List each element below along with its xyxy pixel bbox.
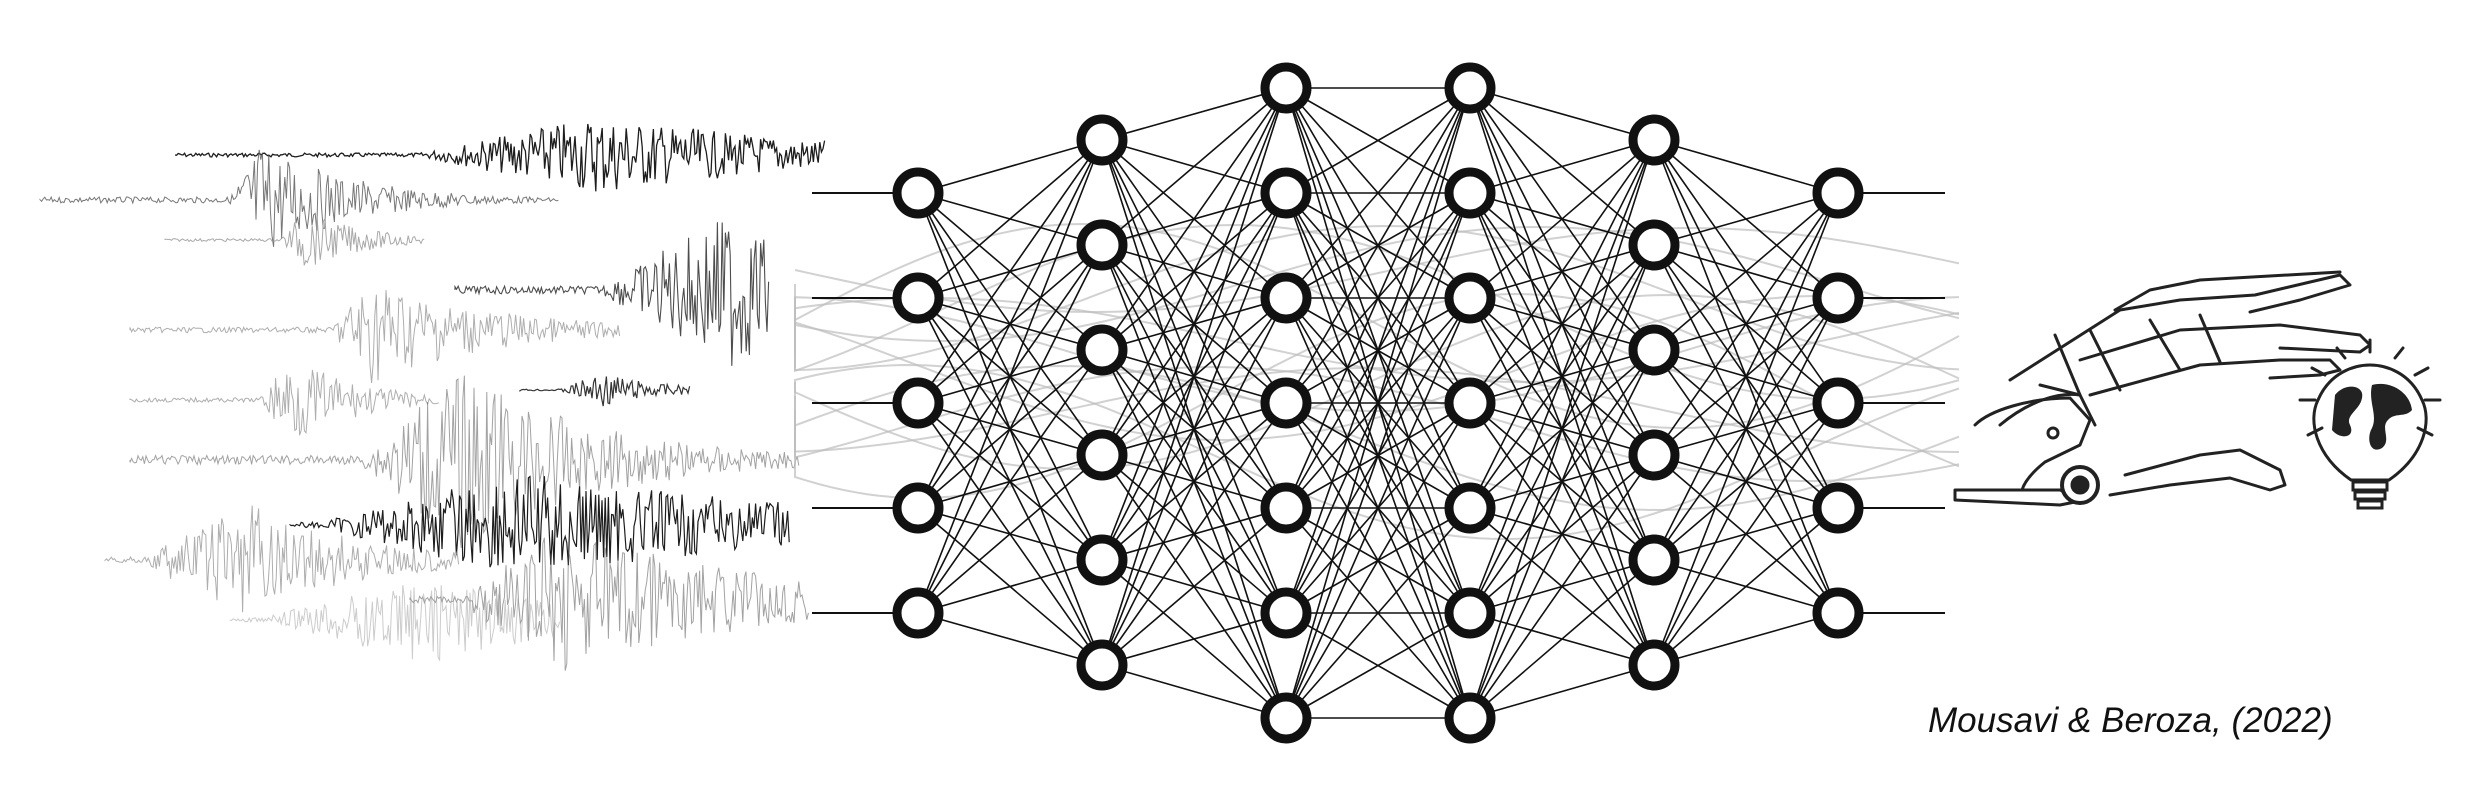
network-node-l1-n2 xyxy=(892,272,944,324)
network-node-l6-n5 xyxy=(1812,587,1864,639)
network-node-l5-n6 xyxy=(1628,639,1680,691)
network-node-l5-n2 xyxy=(1628,219,1680,271)
network-edges xyxy=(812,87,1945,719)
network-node-l6-n2 xyxy=(1812,272,1864,324)
network-node-l3-n7 xyxy=(1260,692,1312,744)
network-node-l2-n3 xyxy=(1076,324,1128,376)
network-node-l2-n1 xyxy=(1076,114,1128,166)
network-node-l3-n2 xyxy=(1260,167,1312,219)
network-node-l1-n4 xyxy=(892,482,944,534)
lightbulb-globe-icon xyxy=(2298,338,2442,510)
network-node-l5-n1 xyxy=(1628,114,1680,166)
network-node-l4-n5 xyxy=(1444,482,1496,534)
network-node-l3-n1 xyxy=(1260,62,1312,114)
network-node-l5-n4 xyxy=(1628,429,1680,481)
network-node-l3-n6 xyxy=(1260,587,1312,639)
network-node-l5-n3 xyxy=(1628,324,1680,376)
network-node-l2-n2 xyxy=(1076,219,1128,271)
network-node-l6-n4 xyxy=(1812,482,1864,534)
network-node-l1-n5 xyxy=(892,587,944,639)
network-node-l4-n4 xyxy=(1444,377,1496,429)
network-node-l6-n1 xyxy=(1812,167,1864,219)
network-nodes xyxy=(892,62,1864,744)
network-node-l1-n1 xyxy=(892,167,944,219)
network-node-l2-n6 xyxy=(1076,639,1128,691)
network-node-l3-n3 xyxy=(1260,272,1312,324)
network-node-l3-n5 xyxy=(1260,482,1312,534)
network-node-l4-n2 xyxy=(1444,167,1496,219)
network-node-l1-n3 xyxy=(892,377,944,429)
network-node-l4-n6 xyxy=(1444,587,1496,639)
network-node-l3-n4 xyxy=(1260,377,1312,429)
robot-hand-icon xyxy=(1953,270,2372,507)
network-node-l5-n5 xyxy=(1628,534,1680,586)
network-node-l6-n3 xyxy=(1812,377,1864,429)
seismic-waveforms xyxy=(39,123,826,671)
network-node-l4-n1 xyxy=(1444,62,1496,114)
citation-text: Mousavi & Beroza, (2022) xyxy=(1928,701,2333,740)
network-node-l2-n4 xyxy=(1076,429,1128,481)
network-node-l4-n3 xyxy=(1444,272,1496,324)
network-node-l2-n5 xyxy=(1076,534,1128,586)
network-node-l4-n7 xyxy=(1444,692,1496,744)
